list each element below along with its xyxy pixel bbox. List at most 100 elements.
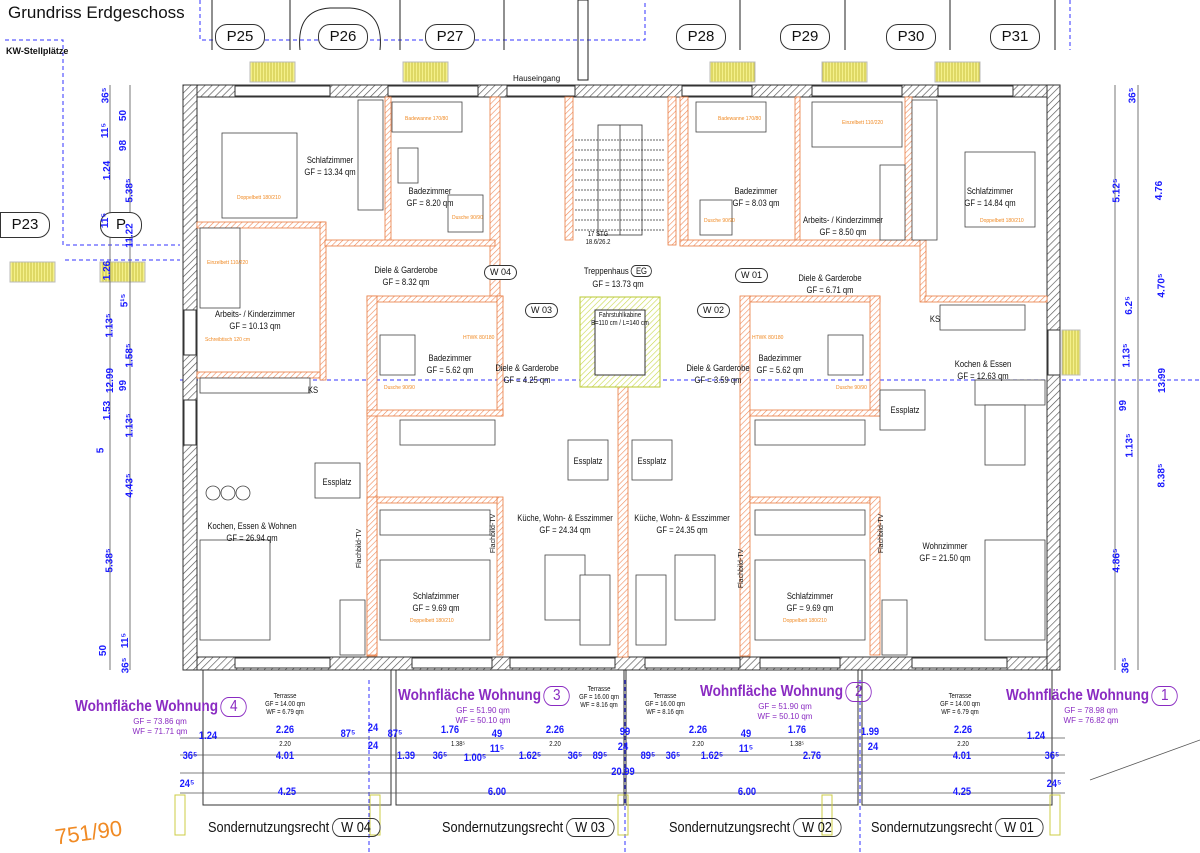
dimension-label: 4.43⁵: [124, 473, 136, 498]
dimension-label: 8.38⁵: [1156, 463, 1168, 488]
room-name: Wohnzimmer: [922, 541, 968, 551]
dimension-label: 11⁵: [489, 743, 505, 755]
parking-p26: P26: [318, 24, 368, 50]
shower-label: Dusche 90/90: [836, 385, 867, 391]
dimension-label: 24: [367, 740, 379, 752]
ks-label: KS: [929, 314, 941, 324]
dimension-label: 4.76: [1154, 180, 1166, 201]
interior-walls: [196, 96, 1048, 658]
room-area: GF = 21.50 qm: [919, 553, 971, 563]
door-tag-w03: W 03: [525, 303, 559, 318]
room-name: Schlafzimmer: [786, 591, 834, 601]
dimension-label: 1.26: [102, 260, 114, 281]
dimension-label: 1.38⁵: [789, 741, 805, 748]
furniture: [199, 99, 1046, 656]
dimension-label: 11⁵: [120, 632, 132, 649]
dimension-label: 2.26: [688, 724, 708, 736]
dimension-label: 36⁵: [1120, 657, 1132, 674]
dimension-label: 99: [619, 726, 631, 738]
dimension-label: 89⁵: [640, 750, 656, 762]
room-label: Arbeits- / Kinderzimmer GF = 8.50 qm: [803, 214, 883, 238]
dimension-label: 1.53: [102, 400, 114, 421]
dimension-label: 1.99: [860, 726, 880, 738]
dimension-label: 1.76: [440, 724, 460, 736]
shower-label: Dusche 90/90: [384, 385, 415, 391]
drawing-title: Grundriss Erdgeschoss: [8, 3, 185, 22]
room-name: Diele & Garderobe: [374, 265, 438, 275]
dimension-label: 24: [367, 722, 379, 734]
dimension-label: 2.20: [957, 741, 969, 748]
dimension-label: 12.99: [105, 367, 117, 394]
dimension-label: 24⁵: [1046, 778, 1062, 790]
room-label: Diele & Garderobe GF = 8.32 qm: [374, 264, 437, 288]
dimension-label: 36⁵: [120, 657, 132, 674]
dimension-label: 1.24: [1026, 730, 1046, 742]
door-tag-w04: W 04: [484, 265, 518, 280]
dimension-lines: [109, 85, 1200, 794]
parking-lines: [211, 0, 1056, 81]
room-label: Wohnzimmer GF = 21.50 qm: [919, 540, 970, 564]
dimension-label: 1.13⁵: [104, 313, 116, 338]
dimension-label: 50: [98, 644, 110, 657]
room-name: Kochen, Essen & Wohnen: [207, 521, 297, 531]
dimension-label: 50: [118, 109, 130, 122]
ks-label: KS: [307, 385, 319, 395]
desk-label: Schreibtisch 120 cm: [205, 337, 251, 343]
room-area: GF = 24.34 qm: [539, 525, 591, 535]
dimension-label: 89⁵: [592, 750, 608, 762]
tv-label: Flachbild-TV: [490, 513, 498, 554]
dimension-label: 6.00: [487, 786, 507, 798]
parking-p29: P29: [780, 24, 830, 50]
room-name: Schlafzimmer: [412, 591, 460, 601]
dimension-label: 5¹⁵: [119, 293, 131, 308]
kw-parking-label: KW-Stellplätze: [6, 46, 69, 56]
room-area: GF = 3.59 qm: [694, 375, 742, 385]
dimension-label: 4.86⁵: [1111, 548, 1123, 573]
room-area: GF = 8.32 qm: [382, 277, 430, 287]
dimension-label: 24: [617, 741, 629, 753]
dimension-label: 4.70⁵: [1156, 273, 1168, 298]
door-tag-w01: W 01: [735, 268, 769, 283]
dimension-label: 99: [118, 379, 130, 392]
room-name: Schlafzimmer: [306, 155, 354, 165]
dimension-label: 2.26: [275, 724, 295, 736]
dimension-label: 1.62⁵: [700, 750, 724, 762]
dimension-label: 36⁵: [1044, 750, 1060, 762]
terraces: [202, 669, 1053, 806]
dimension-label: 6.00: [737, 786, 757, 798]
room-area: GF = 8.50 qm: [819, 227, 867, 237]
parking-p24: P: [100, 212, 142, 238]
dimension-label: 1.62⁵: [518, 750, 542, 762]
bed-label: Einzelbett 110/220: [207, 260, 249, 266]
door-tag-w02: W 02: [697, 303, 731, 318]
room-area: GF = 6.71 qm: [806, 285, 854, 295]
room-area: GF = 12.63 qm: [957, 371, 1009, 381]
dimension-label: 4.25: [952, 786, 972, 798]
bed-label: Doppelbett 180/210: [410, 618, 454, 624]
bed-label: Doppelbett 180/210: [980, 218, 1024, 224]
room-name: Arbeits- / Kinderzimmer: [803, 215, 883, 225]
room-name: Kochen & Essen: [954, 359, 1012, 369]
dimension-label: 98: [118, 139, 130, 152]
dimension-label: 2.26: [953, 724, 973, 736]
